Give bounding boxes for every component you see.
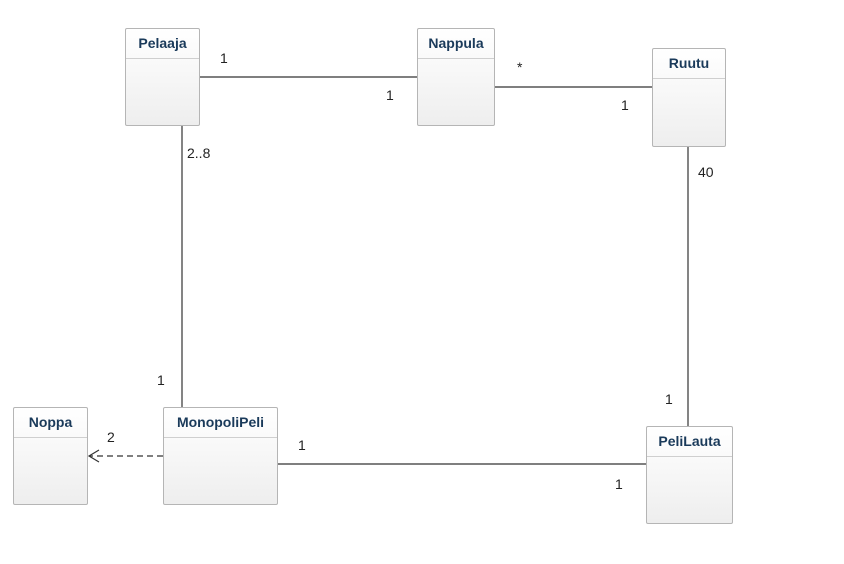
class-name: Ruutu [653,49,725,79]
class-ruutu[interactable]: Ruutu [652,48,726,147]
class-name: Nappula [418,29,494,59]
class-noppa[interactable]: Noppa [13,407,88,505]
multiplicity-pelilauta-from-ruutu: 1 [665,391,673,407]
class-name: PeliLauta [647,427,732,457]
class-pelaaja[interactable]: Pelaaja [125,28,200,126]
class-name: Noppa [14,408,87,438]
multiplicity-monopolipeli-to-pelilauta: 1 [298,437,306,453]
multiplicity-nappula-from-pelaaja: 1 [386,87,394,103]
class-pelilauta[interactable]: PeliLauta [646,426,733,524]
multiplicity-pelaaja-to-monopolipeli: 2..8 [187,145,211,161]
multiplicity-noppa: 2 [107,429,115,445]
multiplicity-nappula-to-ruutu: * [517,59,523,75]
multiplicity-ruutu-from-nappula: 1 [621,97,629,113]
multiplicity-pelilauta-from-monopolipeli: 1 [615,476,623,492]
multiplicity-pelaaja-to-nappula: 1 [220,50,228,66]
multiplicity-ruutu-to-pelilauta: 40 [698,164,714,180]
class-nappula[interactable]: Nappula [417,28,495,126]
class-name: Pelaaja [126,29,199,59]
class-name: MonopoliPeli [164,408,277,438]
class-monopolipeli[interactable]: MonopoliPeli [163,407,278,505]
multiplicity-monopolipeli-from-pelaaja: 1 [157,372,165,388]
dependency-arrowhead [87,449,100,463]
